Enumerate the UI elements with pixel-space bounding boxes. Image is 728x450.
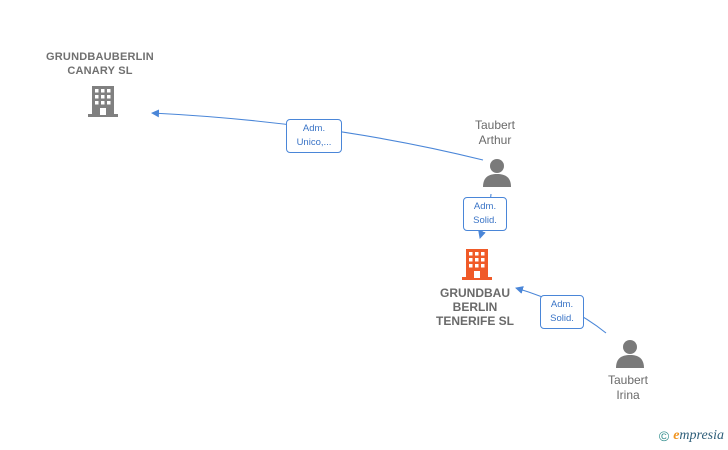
edge-label-line: Solid.: [550, 313, 574, 324]
person-icon[interactable]: [483, 159, 511, 187]
edge-label-irina-to-tenerife[interactable]: Adm. Solid.: [540, 295, 584, 329]
copyright-icon: ©: [658, 428, 670, 444]
footer-brand: © empresia: [659, 426, 724, 446]
edge-label-arthur-to-tenerife[interactable]: Adm. Solid.: [463, 197, 507, 231]
brand-initial: e: [673, 428, 680, 443]
building-icon[interactable]: [88, 86, 118, 117]
node-label-line: CANARY SL: [67, 65, 133, 77]
node-label-taubert-irina[interactable]: Taubert Irina: [590, 373, 666, 403]
edge-label-line: Adm.: [302, 123, 326, 134]
node-label-line: GRUNDBAUBERLIN: [46, 51, 154, 63]
node-label-line: BERLIN: [452, 300, 498, 314]
edge-label-arthur-to-canary[interactable]: Adm. Unico,...: [286, 119, 342, 153]
node-label-line: TENERIFE SL: [435, 314, 514, 328]
node-label-grundbauberlin-canary[interactable]: GRUNDBAUBERLIN CANARY SL: [30, 50, 170, 78]
node-label-line: Arthur: [478, 133, 512, 147]
brand-name: mpresia: [679, 428, 724, 443]
node-label-line: Taubert: [607, 373, 649, 387]
edge-label-line: Adm.: [550, 299, 574, 310]
focus-building-icon[interactable]: [462, 249, 492, 280]
node-label-line: Taubert: [474, 118, 516, 132]
edge-label-line: Unico,...: [296, 137, 332, 148]
node-label-line: Irina: [616, 388, 640, 402]
person-icon[interactable]: [616, 340, 644, 368]
node-label-grundbau-tenerife[interactable]: GRUNDBAU BERLIN TENERIFE SL: [420, 286, 530, 328]
edge-label-line: Solid.: [473, 215, 497, 226]
brand-logo[interactable]: empresia: [673, 428, 724, 444]
node-label-line: GRUNDBAU: [440, 286, 510, 300]
edge-label-line: Adm.: [473, 201, 497, 212]
node-label-taubert-arthur[interactable]: Taubert Arthur: [455, 118, 535, 148]
